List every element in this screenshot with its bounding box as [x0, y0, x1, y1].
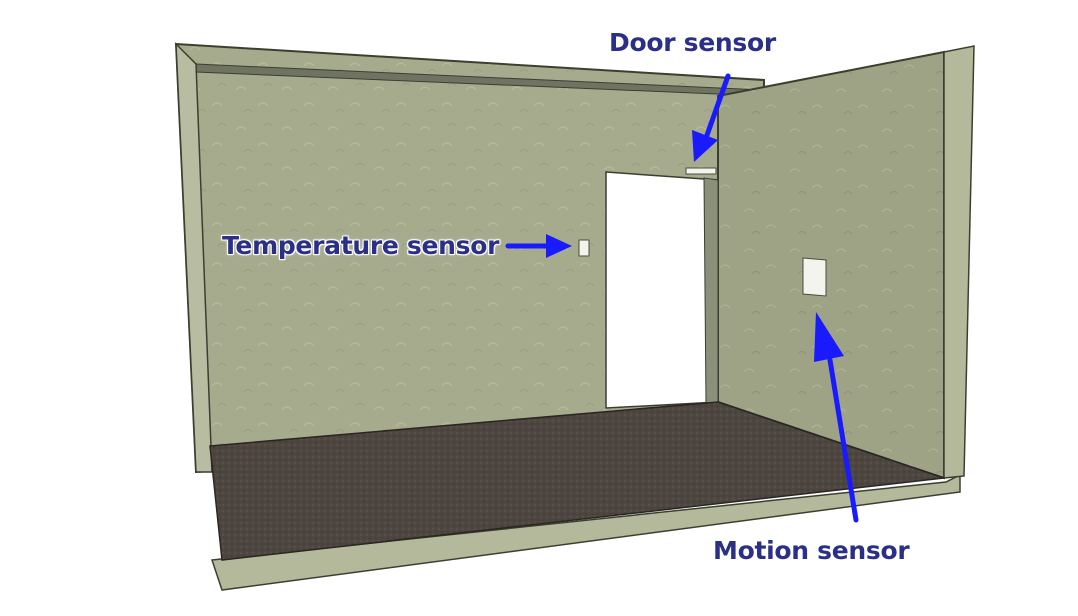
doorway — [605, 171, 719, 409]
temperature-sensor-label: Temperature sensor — [222, 231, 500, 260]
floor-front-edge — [210, 473, 961, 591]
door-sensor-label: Door sensor — [609, 28, 776, 57]
motion-sensor-label: Motion sensor — [713, 536, 910, 565]
door-sensor-arrow — [692, 73, 731, 162]
motion-sensor-arrow — [814, 312, 859, 523]
right-wall — [717, 45, 975, 480]
door-sensor-device — [685, 167, 717, 175]
temperature-sensor-arrow — [505, 234, 572, 258]
motion-sensor-device — [802, 257, 827, 297]
temperature-sensor-device — [578, 239, 590, 257]
floor — [209, 401, 945, 561]
